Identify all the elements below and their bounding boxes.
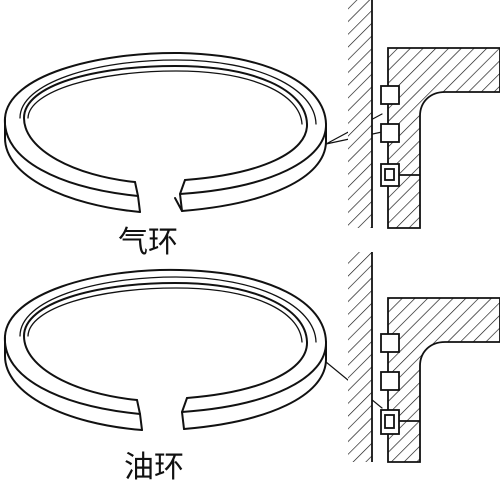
oil-ring-caption: 油环 (124, 450, 184, 485)
gas-ring-cross-section (348, 0, 500, 229)
gas-ring-illustration (3, 51, 383, 213)
gas-ring-caption: 气环 (118, 225, 178, 260)
oil-ring-cross-section (348, 252, 500, 463)
oil-ring-illustration (3, 268, 383, 431)
